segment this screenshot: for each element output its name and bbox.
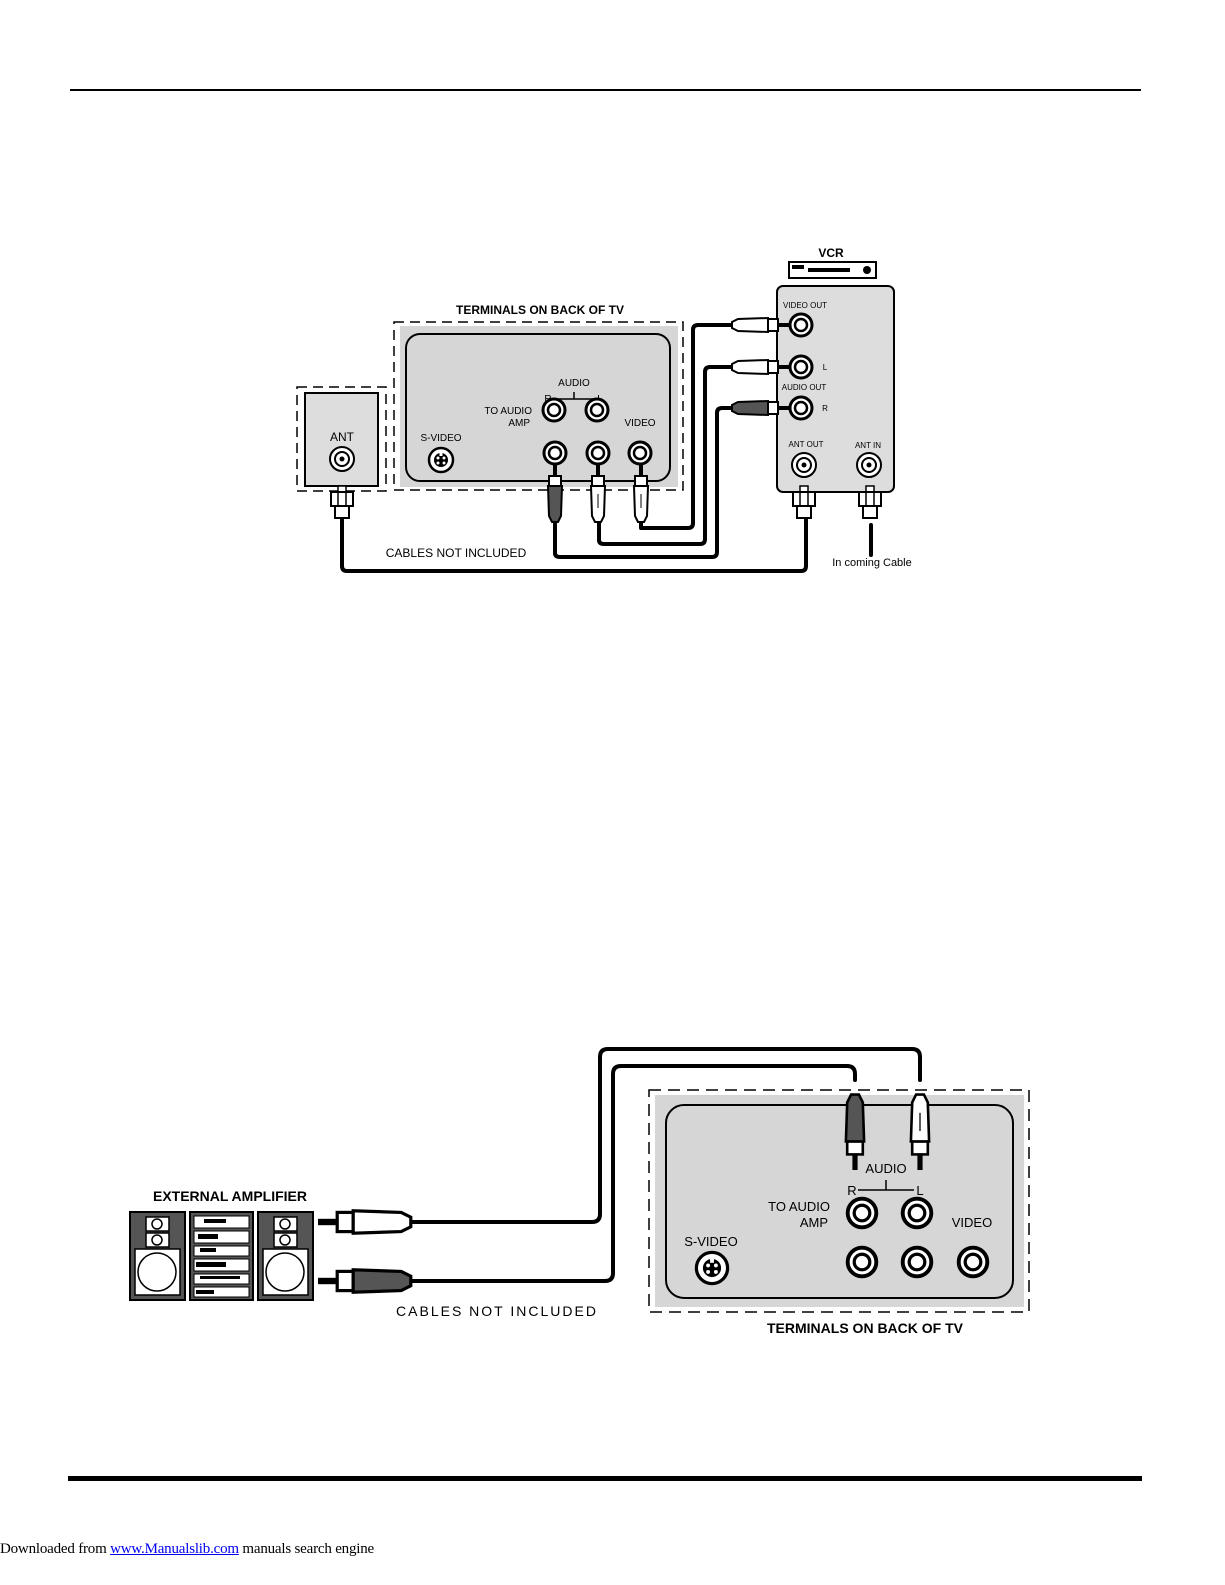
vcr-r-label: R xyxy=(822,404,828,413)
cables-not-included-note: CABLES NOT INCLUDED xyxy=(386,546,527,560)
amp-l-plug xyxy=(316,1209,413,1235)
video-in-jack xyxy=(627,440,653,466)
amp-r-plug xyxy=(316,1268,413,1294)
antenna-wall-plate: ANT xyxy=(296,386,387,492)
tv-terminal-panel: TERMINALS ON BACK OF TV AUDIO R L TO AUD… xyxy=(393,303,684,491)
footer-rule xyxy=(68,1476,1142,1481)
cables-not-included-note-2: CABLES NOT INCLUDED xyxy=(396,1303,598,1319)
vcr-ant-in-jack-icon xyxy=(856,452,882,478)
to-audio-amp-label-2-line2: AMP xyxy=(800,1215,828,1230)
audio-in-r-jack-2 xyxy=(845,1245,879,1279)
stereo-system-icon xyxy=(129,1211,314,1301)
video-label: VIDEO xyxy=(624,418,655,429)
cables xyxy=(340,323,873,573)
download-footer: Downloaded from www.Manualslib.com manua… xyxy=(0,1541,374,1558)
amp-out-l-jack xyxy=(584,397,610,423)
audio-label: AUDIO xyxy=(558,378,590,389)
svideo-label: S-VIDEO xyxy=(420,433,461,444)
diagram-vcr-connection: ANT TERMINALS ON BACK OF TV AUDIO R L TO… xyxy=(296,246,912,573)
audio-label-2: AUDIO xyxy=(865,1161,906,1176)
header-rule xyxy=(70,89,1141,91)
svideo-jack-icon-2 xyxy=(694,1250,730,1286)
vcr-audio-out-l-jack xyxy=(788,354,814,380)
svideo-jack-icon xyxy=(427,446,455,474)
vcr-label: VCR xyxy=(818,246,844,260)
tv-terminal-panel-2: AUDIO R L TO AUDIO AMP VIDEO S-VIDEO xyxy=(648,1089,1030,1313)
vcr-l-label: L xyxy=(823,363,828,372)
audio-in-l-jack xyxy=(585,440,611,466)
vcr-video-out-jack xyxy=(788,312,814,338)
footer-suffix: manuals search engine xyxy=(238,1541,374,1557)
to-audio-amp-label-2-line1: TO AUDIO xyxy=(768,1199,830,1214)
diagram-amplifier-connection: EXTERNAL AMPLIFIER xyxy=(129,1047,1030,1336)
incoming-cable-label: In coming Cable xyxy=(832,557,912,569)
amp-out-r-jack xyxy=(541,397,567,423)
video-in-jack-2 xyxy=(956,1245,990,1279)
vcr-audio-out-r-jack xyxy=(788,395,814,421)
to-audio-amp-label-line2: AMP xyxy=(508,418,530,429)
audio-l-label-2: L xyxy=(916,1183,923,1198)
vcr-icon: VCR xyxy=(788,246,877,279)
vcr-video-out-label: VIDEO OUT xyxy=(783,301,827,310)
amp-out-r-jack-2 xyxy=(845,1196,879,1230)
vcr-ant-in-label: ANT IN xyxy=(855,441,881,450)
audio-in-l-jack-2 xyxy=(900,1245,934,1279)
footer-prefix: Downloaded from xyxy=(0,1541,111,1557)
tv-terminals-title-2: TERMINALS ON BACK OF TV xyxy=(767,1320,964,1336)
audio-r-label-2: R xyxy=(847,1183,856,1198)
vcr-back-panel: VIDEO OUT L AUDIO OUT R ANT OUT ANT IN xyxy=(776,285,895,493)
vcr-ant-out-jack-icon xyxy=(791,452,817,478)
manualslib-link[interactable]: www.Manualslib.com xyxy=(110,1541,239,1557)
ant-jack-icon xyxy=(329,446,355,472)
tv-terminals-title: TERMINALS ON BACK OF TV xyxy=(456,303,624,317)
to-audio-amp-label-line1: TO AUDIO xyxy=(484,406,532,417)
ant-label: ANT xyxy=(330,430,355,444)
svideo-label-2: S-VIDEO xyxy=(684,1234,737,1249)
audio-in-r-jack xyxy=(542,440,568,466)
amp-out-l-jack-2 xyxy=(900,1196,934,1230)
video-label-2: VIDEO xyxy=(952,1215,992,1230)
vcr-audio-out-label: AUDIO OUT xyxy=(782,383,827,392)
amp-cables xyxy=(408,1047,922,1283)
external-amplifier-label: EXTERNAL AMPLIFIER xyxy=(153,1188,307,1204)
vcr-ant-out-label: ANT OUT xyxy=(789,440,824,449)
